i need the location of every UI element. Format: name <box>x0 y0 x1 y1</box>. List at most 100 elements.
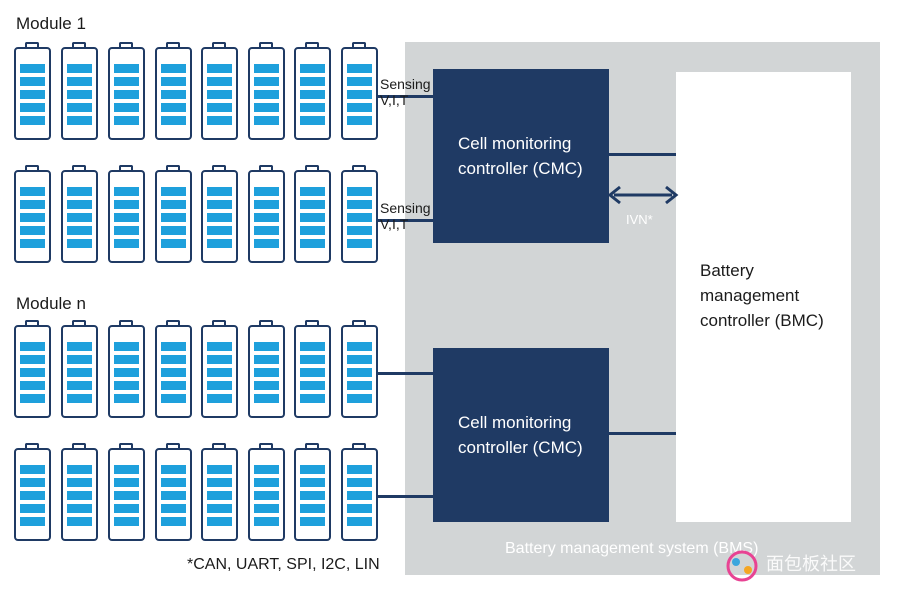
battery-body <box>108 448 145 541</box>
battery-charge-segment <box>347 465 372 474</box>
battery-terminal <box>166 320 180 325</box>
battery-terminal <box>305 320 319 325</box>
sensing-label-top: Sensing V,I,T <box>380 76 431 108</box>
battery-charge-segment <box>161 355 186 364</box>
battery-charge-segment <box>161 394 186 403</box>
battery-charge-segment <box>254 517 279 526</box>
battery-charge-segment <box>207 187 232 196</box>
battery-charge-segment <box>254 465 279 474</box>
battery-charge-segment <box>254 187 279 196</box>
battery-terminal <box>25 320 39 325</box>
battery-charge-segment <box>207 517 232 526</box>
battery-charge-segment <box>207 226 232 235</box>
battery-charge-segment <box>300 465 325 474</box>
battery-charge-segment <box>67 103 92 112</box>
battery-charge-segment <box>347 355 372 364</box>
battery-charge-segment <box>347 116 372 125</box>
battery-terminal <box>25 42 39 47</box>
module-n-label: Module n <box>16 294 86 313</box>
battery-charge-segment <box>20 90 45 99</box>
battery-charge-segment <box>67 394 92 403</box>
battery-charge-segment <box>161 90 186 99</box>
battery-terminal <box>352 42 366 47</box>
battery-body <box>201 448 238 541</box>
battery-cell-icon <box>294 42 331 140</box>
cmc-bmc-wire-bottom <box>609 432 676 435</box>
sensing-mid-line1: Sensing <box>380 200 431 216</box>
battery-cell-icon <box>61 320 98 418</box>
battery-charge-segment <box>207 213 232 222</box>
battery-charge-segment <box>114 226 139 235</box>
cmc-top-box: Cell monitoring controller (CMC) <box>433 69 609 243</box>
battery-charge-segment <box>114 239 139 248</box>
battery-terminal <box>305 165 319 170</box>
battery-body <box>14 47 51 140</box>
battery-cell-icon <box>155 443 192 541</box>
battery-cell-icon <box>61 443 98 541</box>
ivn-double-arrow <box>607 185 679 205</box>
battery-charge-segment <box>161 504 186 513</box>
battery-charge-segment <box>347 90 372 99</box>
battery-charge-segment <box>254 355 279 364</box>
battery-charge-segment <box>300 478 325 487</box>
battery-terminal <box>166 443 180 448</box>
battery-charge-segment <box>67 116 92 125</box>
battery-terminal <box>119 443 133 448</box>
battery-charge-segment <box>161 77 186 86</box>
battery-charge-segment <box>67 465 92 474</box>
cmc-top-line1: Cell monitoring <box>458 134 572 153</box>
battery-charge-segment <box>347 342 372 351</box>
battery-charge-segment <box>114 491 139 500</box>
battery-charge-segment <box>300 342 325 351</box>
watermark-logo-icon <box>722 548 762 584</box>
battery-charge-segment <box>254 342 279 351</box>
battery-charge-segment <box>300 517 325 526</box>
battery-body <box>61 325 98 418</box>
battery-charge-segment <box>114 368 139 377</box>
battery-charge-segment <box>114 517 139 526</box>
battery-cell-icon <box>108 320 145 418</box>
battery-charge-segment <box>20 368 45 377</box>
battery-charge-segment <box>347 213 372 222</box>
battery-charge-segment <box>347 394 372 403</box>
battery-charge-segment <box>161 368 186 377</box>
battery-cell-icon <box>341 165 378 263</box>
battery-charge-segment <box>300 200 325 209</box>
battery-terminal <box>212 443 226 448</box>
battery-terminal <box>352 165 366 170</box>
battery-terminal <box>212 165 226 170</box>
cmc-bottom-box: Cell monitoring controller (CMC) <box>433 348 609 522</box>
battery-charge-segment <box>207 478 232 487</box>
battery-charge-segment <box>20 491 45 500</box>
battery-charge-segment <box>114 342 139 351</box>
cmc-bottom-line1: Cell monitoring <box>458 413 572 432</box>
battery-cell-icon <box>14 42 51 140</box>
battery-charge-segment <box>347 226 372 235</box>
battery-charge-segment <box>207 465 232 474</box>
battery-charge-segment <box>114 213 139 222</box>
battery-charge-segment <box>161 491 186 500</box>
battery-charge-segment <box>300 394 325 403</box>
battery-charge-segment <box>67 355 92 364</box>
battery-terminal <box>259 320 273 325</box>
battery-body <box>248 325 285 418</box>
battery-cell-icon <box>294 443 331 541</box>
battery-charge-segment <box>67 478 92 487</box>
watermark-text: 面包板社区 <box>766 554 856 574</box>
battery-charge-segment <box>254 478 279 487</box>
sensing-label-mid: Sensing V,I,T <box>380 200 431 232</box>
battery-charge-segment <box>20 239 45 248</box>
battery-charge-segment <box>300 226 325 235</box>
battery-body <box>14 325 51 418</box>
battery-charge-segment <box>347 103 372 112</box>
battery-charge-segment <box>114 394 139 403</box>
battery-terminal <box>305 443 319 448</box>
battery-terminal <box>212 42 226 47</box>
battery-charge-segment <box>114 103 139 112</box>
ivn-label: IVN* <box>626 212 653 227</box>
battery-body <box>201 170 238 263</box>
battery-charge-segment <box>300 103 325 112</box>
sensing-mid-line2: V,I,T <box>380 216 409 232</box>
battery-cell-icon <box>201 320 238 418</box>
battery-charge-segment <box>161 381 186 390</box>
